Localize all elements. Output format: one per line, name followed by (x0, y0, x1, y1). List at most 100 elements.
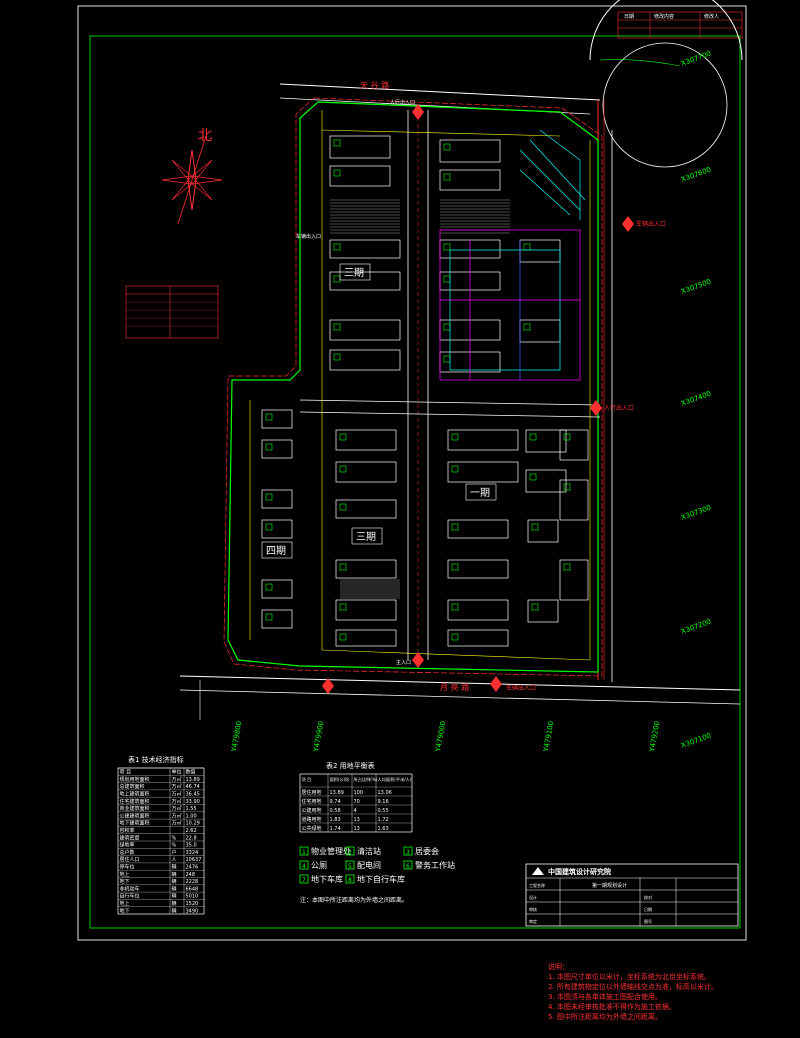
building-21 (335, 429, 397, 451)
building-marker-10 (443, 275, 451, 283)
gate-pedestrian-2: 人行出入口 (604, 404, 634, 412)
gate-vehicle-east: 车辆出入口 (636, 220, 666, 228)
table1-cell: 3324 (186, 850, 199, 856)
building-marker-24 (339, 563, 347, 571)
legend-label: 物业管理处 (311, 846, 351, 856)
building-18 (261, 519, 293, 539)
legend-box (299, 846, 309, 856)
building-marker-27 (451, 433, 459, 441)
tb-label-approve: 审定 (529, 918, 537, 924)
building-marker-28 (451, 465, 459, 473)
table1-cell: 地下 (120, 878, 130, 885)
building-marker-22 (339, 465, 347, 473)
table2-cell: 9.74 (330, 799, 341, 805)
table1-cell: 公建建筑面积 (120, 812, 150, 819)
rev-label-content: 修改内容 (654, 13, 674, 20)
building-marker-18 (265, 523, 273, 531)
x-coordinate-label: X307600 (680, 166, 712, 184)
table2-header: 所占比例(%) (354, 776, 378, 783)
phase-three-b-label: 三期 (356, 531, 376, 543)
table1-title: 表1 技术经济指标 (128, 755, 184, 764)
legend-label: 公厕 (311, 861, 327, 870)
tb-label-number: 图号 (644, 918, 652, 924)
table1-cell: % (172, 835, 177, 841)
building-marker-35 (531, 523, 539, 531)
table1-cell: 辆 (172, 900, 177, 907)
table2-header: 项 目 (302, 777, 312, 783)
table1-cell: % (172, 843, 177, 849)
building-marker-30 (451, 563, 459, 571)
legend-number: 7 (302, 877, 306, 884)
building-36 (527, 599, 559, 623)
building-marker-25 (339, 603, 347, 611)
table1-cell: 容积率 (120, 827, 135, 834)
x-coordinate-label: X307200 (680, 618, 712, 636)
company-name: 中国建筑设计研究院 (548, 867, 611, 876)
legend-box (299, 874, 309, 884)
legend-box (403, 860, 413, 870)
legend-box (403, 846, 413, 856)
x-coordinate-label: X307400 (680, 390, 712, 408)
legend-number: 2 (348, 849, 352, 856)
building-marker-14 (523, 323, 531, 331)
table1-cell: 自行车位 (120, 893, 140, 900)
table1-cell: 13.89 (186, 777, 200, 783)
building-29 (447, 519, 509, 539)
building-20 (261, 609, 293, 629)
table1-cell: 3490 (186, 908, 199, 914)
building-39 (559, 559, 589, 601)
table2-cell: 0.55 (378, 808, 389, 814)
building-marker-12 (443, 355, 451, 363)
table1-cell: 住宅建筑面积 (120, 798, 150, 805)
table1-cell: 辆 (172, 871, 177, 878)
table2-cell: 13.89 (330, 790, 344, 796)
table1-cell: 地上 (120, 900, 130, 907)
y-coordinate-label: Y479800 (230, 720, 243, 753)
table1-cell: 2476 (186, 865, 199, 871)
table1-cell: 万㎡ (172, 791, 182, 798)
building-marker-32 (451, 633, 459, 641)
table1-cell: 万㎡ (172, 820, 182, 827)
building-marker-38 (563, 483, 571, 491)
legend-number: 8 (348, 877, 352, 884)
table1-cell: 地上建筑面积 (120, 791, 150, 798)
table2-cell: 13 (354, 826, 360, 832)
building-marker-33 (529, 433, 537, 441)
table1-cell: 万㎡ (172, 776, 182, 783)
table1-cell: 6648 (186, 886, 199, 892)
notes-heading: 说明： (548, 963, 569, 971)
table1-cell: 地上 (120, 871, 130, 878)
table2-cell: 道路用地 (302, 816, 322, 823)
table1-cell: 辆 (172, 878, 177, 885)
inner-frame (89, 35, 741, 929)
building-17 (261, 489, 293, 509)
table1-cell: 停车位 (120, 864, 135, 871)
building-marker-29 (451, 523, 459, 531)
table2-cell: 住宅用地 (302, 798, 322, 805)
table1-cell: 人 (172, 857, 177, 863)
table2-header: 面积(公顷) (330, 776, 350, 783)
table1-cell: 10.29 (186, 821, 200, 827)
building-marker-26 (339, 633, 347, 641)
walkways (249, 110, 591, 661)
building-6 (329, 271, 401, 291)
building-22 (335, 461, 397, 483)
building-33 (525, 429, 567, 453)
legend-label: 地下自行车库 (357, 874, 405, 884)
building-26 (335, 629, 397, 647)
y-coordinate-label: Y479900 (312, 720, 325, 753)
table2-cell: 13 (354, 817, 360, 823)
building-38 (559, 479, 589, 521)
note-item: 1. 本图尺寸单位以米计，坐标系统为北京坐标系统。 (548, 973, 711, 981)
table1-cell: 地下建筑面积 (120, 820, 150, 827)
note-item: 3. 本图须与各单体施工图配合使用。 (548, 993, 662, 1001)
building-27 (447, 429, 519, 451)
table2-cell: 公建用地 (302, 807, 322, 814)
building-5 (329, 239, 401, 259)
north-label: 北 (198, 128, 212, 144)
building-marker-2 (333, 169, 341, 177)
building-marker-6 (333, 275, 341, 283)
legend-number: 1 (302, 849, 306, 856)
tb-label-check: 校对 (644, 894, 652, 900)
